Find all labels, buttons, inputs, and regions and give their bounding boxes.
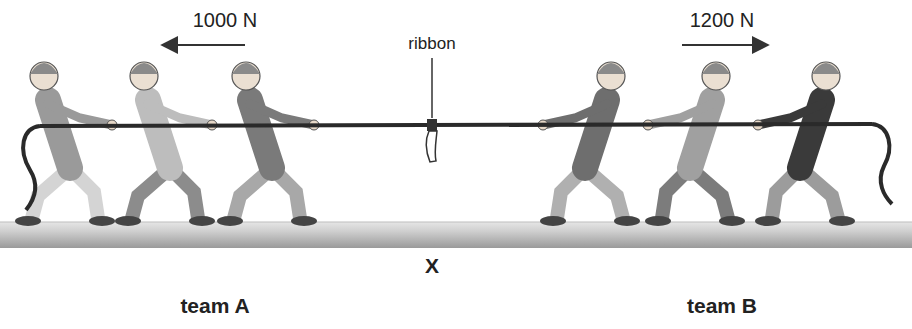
leader-line [431, 58, 433, 118]
part-name: ribbon [408, 34, 455, 53]
team-name-holder: team A [180, 294, 249, 317]
person [115, 62, 217, 226]
ground [0, 222, 912, 248]
force-arrow [162, 44, 245, 46]
force-arrow [682, 44, 768, 46]
ribbon [426, 131, 437, 162]
force-value-holder: 1200 N [690, 9, 755, 31]
team-figures [15, 62, 855, 226]
person [643, 62, 745, 226]
force-value-holder: 1000 N [193, 9, 258, 31]
point-label-holder: X [425, 254, 439, 277]
person [538, 62, 640, 226]
team-name: team A [180, 294, 249, 317]
team-name: team B [687, 294, 757, 317]
person [15, 62, 117, 226]
part-name-holder: ribbon [408, 35, 455, 54]
rope-end [872, 124, 892, 204]
ribbon-knot [427, 119, 437, 131]
force-value: 1200 N [690, 9, 755, 31]
point-label: X [425, 254, 439, 277]
force-value: 1000 N [193, 9, 258, 31]
person [217, 62, 319, 226]
rope-end [23, 126, 40, 210]
rope [40, 124, 872, 126]
team-name-holder: team B [687, 294, 757, 317]
person [753, 62, 855, 226]
